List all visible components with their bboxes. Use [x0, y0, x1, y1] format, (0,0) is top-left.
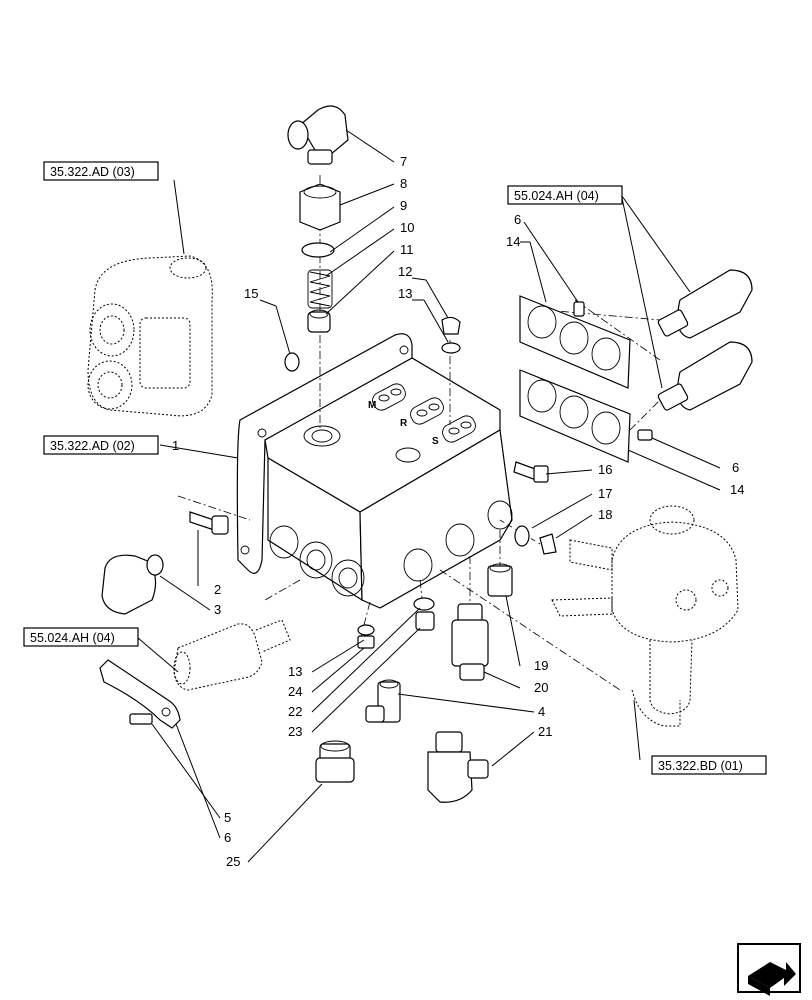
callout-9[interactable]: 9	[400, 198, 407, 213]
ghost-filter-lower-right	[551, 505, 739, 727]
callout-22[interactable]: 22	[288, 704, 302, 719]
fitting-19	[487, 563, 513, 597]
ref-label-lower-left: 55.024.AH (04)	[30, 631, 115, 645]
port-label-r: R	[400, 418, 408, 429]
callout-19[interactable]: 19	[534, 658, 548, 673]
ghost-pump-top-left	[87, 255, 213, 417]
washer-13-lower	[357, 624, 375, 636]
gasket-14-upper	[519, 295, 631, 389]
o-ring-15	[284, 352, 300, 372]
plug-24	[357, 635, 375, 649]
o-ring-17	[514, 525, 530, 547]
callout-16[interactable]: 16	[598, 462, 612, 477]
ref-label-top-left: 35.322.AD (03)	[50, 165, 135, 179]
ref-box-lower-right[interactable]: 35.322.BD (01)	[651, 755, 767, 775]
solenoid-cartridge-upper	[657, 269, 753, 339]
ref-label-lower-right: 35.322.BD (01)	[658, 759, 743, 773]
callout-4[interactable]: 4	[538, 704, 545, 719]
plug-23	[415, 611, 435, 631]
callout-3[interactable]: 3	[214, 602, 221, 617]
callout-1[interactable]: 1	[172, 438, 179, 453]
callout-8[interactable]: 8	[400, 176, 407, 191]
callout-17[interactable]: 17	[598, 486, 612, 501]
next-page-arrow-icon[interactable]	[737, 943, 801, 996]
adapter-8	[299, 183, 341, 231]
callout-6-right[interactable]: 6	[732, 460, 739, 475]
plug-18	[539, 533, 557, 555]
ref-label-top-right: 55.024.AH (04)	[514, 189, 599, 203]
screw-6-right	[637, 429, 653, 441]
callout-2[interactable]: 2	[214, 582, 221, 597]
port-label-m: M	[368, 400, 376, 411]
callout-5[interactable]: 5	[224, 810, 231, 825]
callout-14-top[interactable]: 14	[506, 234, 520, 249]
center-lines	[177, 175, 661, 691]
callout-12[interactable]: 12	[398, 264, 412, 279]
solenoid-cartridge-lower	[657, 341, 753, 411]
callout-25[interactable]: 25	[226, 854, 240, 869]
elbow-fitting-3	[101, 554, 164, 615]
callout-6-lower-left[interactable]: 6	[224, 830, 231, 845]
ref-box-top-left[interactable]: 35.322.AD (03)	[43, 161, 159, 181]
elbow-fitting-7	[287, 105, 349, 165]
callout-24[interactable]: 24	[288, 684, 302, 699]
ref-box-top-right[interactable]: 55.024.AH (04)	[507, 185, 623, 205]
screw-6-top	[573, 301, 585, 317]
bolt-16	[513, 461, 549, 483]
callout-13-lower[interactable]: 13	[288, 664, 302, 679]
washer-22	[413, 597, 435, 611]
screw-6-lower	[129, 713, 153, 725]
valve-body: M R S	[236, 333, 513, 609]
callout-18[interactable]: 18	[598, 507, 612, 522]
washer-13-top	[441, 342, 461, 354]
ghost-solenoid-lower-left	[173, 619, 291, 691]
callout-10[interactable]: 10	[400, 220, 414, 235]
bolt-2	[189, 511, 229, 535]
callout-11[interactable]: 11	[400, 242, 414, 257]
callouts: 1 2 3 4 5 6 6 6 7 8 9 10 11 12 13 13 14 …	[172, 154, 744, 869]
spring-10	[307, 269, 333, 309]
port-label-s: S	[432, 436, 439, 447]
fitting-25	[315, 740, 355, 783]
callout-20[interactable]: 20	[534, 680, 548, 695]
ref-box-lower-left[interactable]: 55.024.AH (04)	[23, 627, 139, 647]
bracket-5	[99, 659, 181, 729]
callout-14-right[interactable]: 14	[730, 482, 744, 497]
gasket-14-lower	[519, 369, 631, 463]
callout-15[interactable]: 15	[244, 286, 258, 301]
valve-cap-11	[307, 309, 331, 333]
ref-label-mid-left: 35.322.AD (02)	[50, 439, 135, 453]
elbow-valve-21	[427, 731, 489, 803]
ref-box-mid-left[interactable]: 35.322.AD (02)	[43, 435, 159, 455]
callout-13-top[interactable]: 13	[398, 286, 412, 301]
callout-23[interactable]: 23	[288, 724, 302, 739]
check-valve-20	[451, 603, 489, 681]
callout-7[interactable]: 7	[400, 154, 407, 169]
callout-6-top[interactable]: 6	[514, 212, 521, 227]
callout-21[interactable]: 21	[538, 724, 552, 739]
o-ring-9	[301, 242, 335, 258]
leader-lines	[137, 129, 721, 863]
tee-fitting-4	[365, 679, 401, 723]
plug-12	[441, 316, 461, 335]
